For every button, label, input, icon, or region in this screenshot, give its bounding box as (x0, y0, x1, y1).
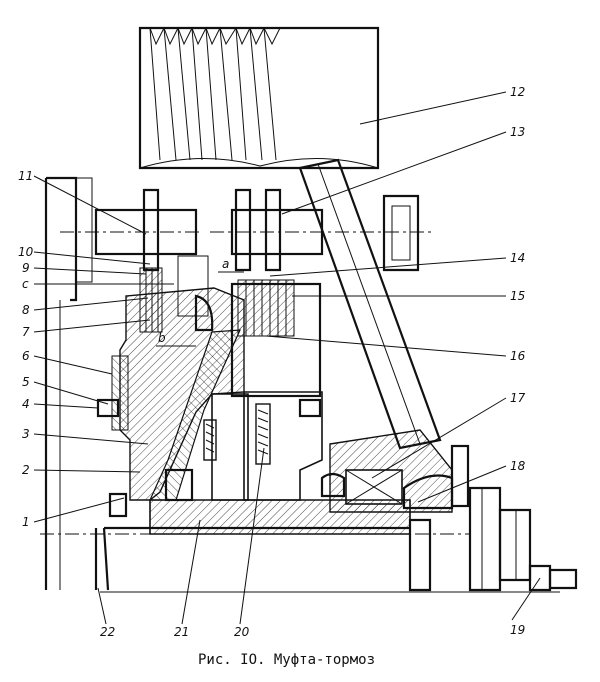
label-22: 22 (100, 625, 115, 639)
end-assembly (468, 486, 578, 592)
label-6: 6 (22, 349, 30, 363)
brake-hub-section (203, 391, 323, 501)
right-disc-pack (230, 279, 322, 398)
brake-lever (298, 158, 442, 450)
part-labels: 1 2 3 4 5 6 7 8 c 9 10 11 12 13 14 15 16… (18, 85, 526, 639)
label-21: 21 (174, 625, 189, 639)
label-10: 10 (18, 245, 34, 259)
label-16: 16 (510, 349, 526, 363)
label-14: 14 (510, 251, 525, 265)
clutch-body-section (111, 287, 245, 501)
label-20: 20 (234, 625, 250, 639)
label-8: 8 (22, 303, 30, 317)
figure-caption: Рис. IO. Муфта-тормоз (198, 652, 375, 668)
label-15: 15 (510, 289, 525, 303)
label-7: 7 (22, 325, 30, 339)
brake-unit (329, 429, 470, 513)
label-12: 12 (510, 85, 525, 99)
label-2: 2 (22, 463, 30, 477)
label-11: 11 (18, 169, 33, 183)
label-c: c (22, 277, 29, 291)
label-a: a (222, 257, 229, 271)
shaft-hub (40, 499, 560, 593)
leader-lines (33, 91, 541, 625)
label-3: 3 (22, 427, 30, 441)
guide-pins (60, 188, 432, 272)
label-b: b (158, 331, 166, 345)
label-19: 19 (510, 623, 525, 637)
pulley (138, 26, 380, 170)
label-13: 13 (510, 125, 525, 139)
label-9: 9 (22, 261, 30, 275)
label-18: 18 (510, 459, 526, 473)
label-17: 17 (510, 391, 526, 405)
housing-frame (44, 176, 98, 590)
label-1: 1 (22, 515, 30, 529)
label-4: 4 (22, 397, 30, 411)
label-5: 5 (22, 375, 30, 389)
